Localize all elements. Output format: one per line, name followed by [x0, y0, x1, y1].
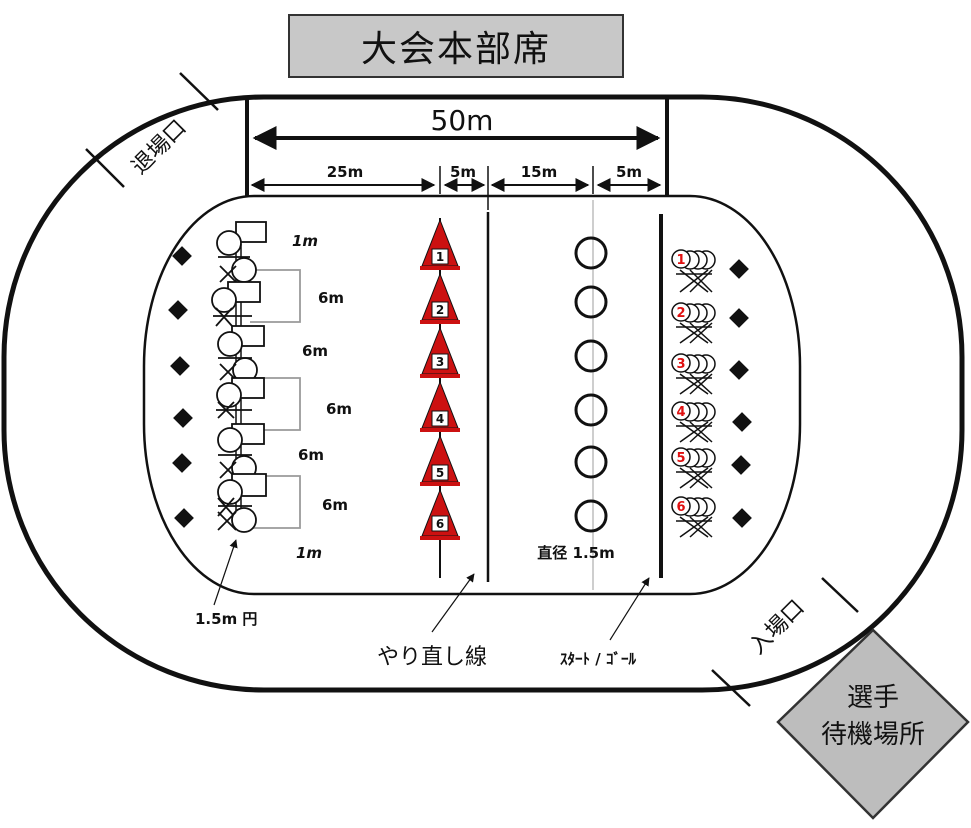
- cone-number-3: 3: [436, 355, 444, 369]
- cone-5: [420, 434, 460, 486]
- rings: [574, 236, 608, 533]
- inner-field: [142, 194, 802, 596]
- segment-label-1: 25m: [327, 163, 364, 181]
- lane-number-3: 3: [676, 357, 685, 372]
- right-markers: [729, 259, 752, 528]
- ring-6: [574, 499, 608, 533]
- lane-player-group-1: [671, 249, 716, 293]
- start-goal-pointer: [609, 577, 650, 641]
- left-diamond-marker: [172, 453, 192, 473]
- cone-6: [420, 488, 460, 540]
- redo-line-pointer: [431, 573, 475, 633]
- waiting-area: [776, 628, 970, 820]
- right-diamond-marker: [729, 360, 749, 380]
- right-diamond-marker: [732, 508, 752, 528]
- lane-player-group-6: [671, 496, 716, 538]
- exit-label: 退場口: [127, 115, 191, 179]
- left-station-people: [211, 221, 267, 533]
- cone-1: [420, 218, 460, 270]
- cone-number-5: 5: [436, 466, 444, 480]
- ring-4: [574, 393, 608, 427]
- waiting-area-line-2: 待機場所: [821, 720, 925, 750]
- lane-player-group-4: [671, 401, 716, 443]
- cone-number-2: 2: [436, 303, 444, 317]
- right-diamond-marker: [731, 455, 751, 475]
- spacing-label: 6m: [318, 289, 344, 307]
- total-distance-label: 50m: [431, 104, 494, 137]
- outer-track: [1, 94, 965, 693]
- lane-player-group-2: [671, 302, 716, 344]
- circle-pointer: [213, 539, 238, 606]
- exit-gate-line-1: [179, 72, 219, 111]
- ring-1: [574, 236, 608, 270]
- entrance-label: 入場口: [745, 595, 809, 659]
- cone-number-4: 4: [436, 412, 444, 426]
- lane-player-group-5: [671, 447, 716, 489]
- ring-5: [574, 445, 608, 479]
- segment-label-3: 15m: [521, 163, 558, 181]
- start-goal-label: ｽﾀｰﾄ / ｺﾞｰﾙ: [560, 650, 636, 668]
- entrance-gate-line-2: [711, 669, 751, 707]
- redo-line-label: やり直し線: [377, 645, 487, 670]
- ring-3: [574, 339, 608, 373]
- left-diamond-marker: [173, 408, 193, 428]
- spacing-label-bottom: 1m: [296, 544, 322, 562]
- segment-label-4: 5m: [616, 163, 642, 181]
- right-diamond-marker: [729, 308, 749, 328]
- cone-3: [420, 326, 460, 378]
- left-markers: [168, 246, 194, 528]
- right-diamond-marker: [732, 412, 752, 432]
- left-diamond-marker: [170, 356, 190, 376]
- segment-label-2: 5m: [450, 163, 476, 181]
- spacing-label: 6m: [322, 496, 348, 514]
- spacing-label: 6m: [298, 446, 324, 464]
- cone-number-6: 6: [436, 517, 444, 531]
- spacing-label: 6m: [326, 400, 352, 418]
- headquarters-box: 大会本部席: [288, 14, 624, 78]
- spacing-label-top: 1m: [292, 232, 318, 250]
- cones: [420, 218, 460, 540]
- left-diamond-marker: [168, 300, 188, 320]
- spacing-label: 6m: [302, 342, 328, 360]
- cone-number-1: 1: [436, 250, 444, 264]
- cone-2: [420, 272, 460, 324]
- lane-number-5: 5: [676, 451, 685, 466]
- left-diamond-marker: [174, 508, 194, 528]
- lane-number-6: 6: [676, 500, 685, 515]
- exit-gate-line-2: [85, 148, 125, 188]
- lane-player-group-3: [671, 353, 716, 395]
- lane-number-4: 4: [676, 405, 685, 420]
- ring-2: [574, 285, 608, 319]
- lane-number-1: 1: [676, 253, 685, 268]
- right-diamond-marker: [729, 259, 749, 279]
- circle-label: 1.5m 円: [195, 610, 257, 628]
- ring-diameter-label: 直径 1.5m: [537, 544, 614, 562]
- lane-number-2: 2: [676, 306, 685, 321]
- entrance-gate-line-1: [821, 577, 859, 613]
- spacing-brackets: [250, 269, 301, 529]
- cone-4: [420, 380, 460, 432]
- lane-players: [671, 249, 716, 538]
- waiting-area-line-1: 選手: [847, 683, 899, 713]
